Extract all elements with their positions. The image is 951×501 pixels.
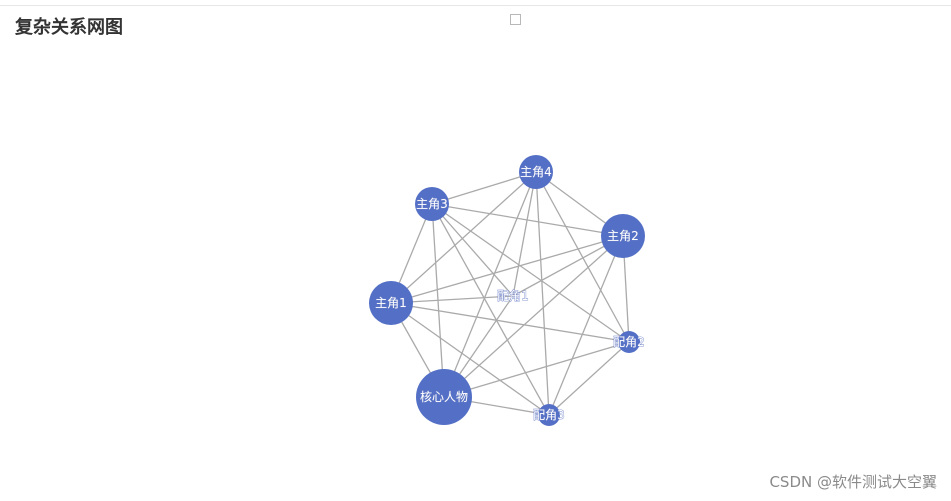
graph-node-label: 主角4 [520,165,552,179]
graph-node-circle[interactable] [618,331,640,353]
graph-edge-n4-n6 [535,171,630,343]
graph-node-n1[interactable]: 主角1 [369,281,413,325]
graph-edge-n3-n7 [431,203,550,416]
graph-edge-n4-n5 [512,171,537,297]
graph-node-n0[interactable]: 核心人物 [416,369,472,425]
graph-edge-n3-n6 [431,203,630,343]
graph-node-n5[interactable]: 配角1 [497,289,529,304]
graph-node-label: 配角2 [613,335,645,349]
top-divider [0,5,951,6]
graph-node-n4[interactable]: 主角4 [519,155,553,189]
graph-edge-n6-n7 [548,341,630,416]
graph-edge-n3-n4 [431,171,537,205]
graph-edge-n1-n7 [390,302,550,416]
graph-node-circle[interactable] [369,281,413,325]
graph-node-label: 核心人物 [420,390,468,404]
chart-title: 复杂关系网图 [15,17,123,38]
graph-edge-n0-n2 [443,235,624,398]
graph-node-label: 主角2 [607,229,639,243]
graph-edge-n1-n4 [390,171,537,304]
graph-node-label: 配角1 [497,289,529,303]
graph-node-n6[interactable]: 配角2 [613,331,645,353]
graph-edge-n2-n7 [548,235,624,416]
graph-node-n7[interactable]: 配角3 [533,404,565,426]
graph-edge-n0-n4 [443,171,537,398]
graph-node-circle[interactable] [538,404,560,426]
graph-nodes: 核心人物 主角1 主角2 主角3 主角4 配角1 配角2 配角3 [369,155,645,426]
graph-edge-n0-n6 [443,341,630,398]
graph-node-label: 主角1 [375,296,407,310]
graph-edge-n1-n6 [390,302,630,343]
graph-node-n2[interactable]: 主角2 [601,214,645,258]
graph-node-label: 主角3 [416,197,448,211]
graph-edge-n4-n7 [535,171,550,416]
graph-node-circle[interactable] [415,187,449,221]
graph-edge-n3-n5 [431,203,514,297]
square-outline-icon[interactable] [510,14,521,25]
graph-node-circle[interactable] [416,369,472,425]
graph-node-circle[interactable] [519,155,553,189]
graph-node-label: 配角3 [533,408,565,422]
watermark: CSDN @软件测试大空翼 [769,473,937,491]
graph-node-circle[interactable] [601,214,645,258]
graph-node-n3[interactable]: 主角3 [415,187,449,221]
graph-edge-n1-n2 [390,235,624,304]
